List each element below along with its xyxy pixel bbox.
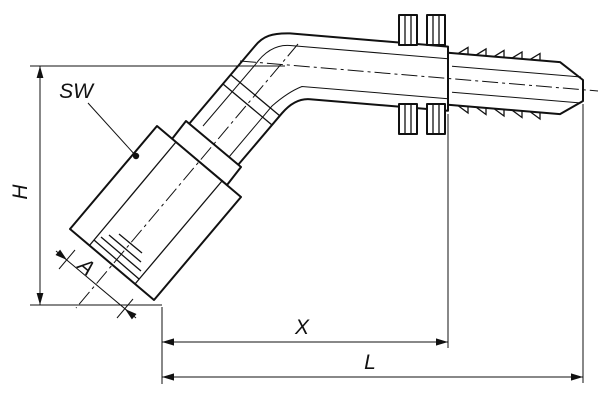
sw-leader-line <box>87 102 137 157</box>
collar-block-bottom-1 <box>398 103 418 135</box>
a-extension-1 <box>58 249 76 270</box>
label-l: L <box>364 351 376 374</box>
shell-rim-line-1 <box>222 83 273 126</box>
dimension-h: H <box>9 65 285 306</box>
collar-block-bottom-2 <box>426 103 446 135</box>
barb-shaft-outline <box>447 51 584 116</box>
dimension-x: X <box>161 114 449 384</box>
barb-teeth-top <box>457 46 541 61</box>
x-arrow-left <box>162 338 174 346</box>
h-arrow-up <box>36 66 44 78</box>
tube-inner-wall-top <box>202 44 449 127</box>
dimension-sw: SW <box>59 80 140 160</box>
l-arrow-right <box>571 373 583 381</box>
barb-teeth-bottom <box>457 105 541 121</box>
a-arrow-2 <box>125 309 137 320</box>
a-arrow-1 <box>55 249 67 260</box>
x-arrow-right <box>436 338 448 346</box>
hex-flat-edge-1 <box>134 180 223 285</box>
label-x: X <box>294 316 310 339</box>
collar-block-top-2 <box>426 14 446 46</box>
collar-block-top-1 <box>398 14 418 46</box>
elbow-tube <box>188 32 449 166</box>
label-h: H <box>9 184 32 200</box>
a-dimension-line <box>55 250 137 319</box>
a-extension-2 <box>116 298 134 319</box>
elbow-tube-outline <box>188 32 449 166</box>
serration-collar <box>398 14 446 135</box>
collar-grooves-top <box>404 15 440 45</box>
dimension-l: L <box>162 104 584 383</box>
centerline-45deg-axis <box>75 43 299 309</box>
sw-leader-dot <box>132 152 140 160</box>
l-arrow-left <box>162 373 174 381</box>
label-sw: SW <box>59 80 95 103</box>
tube-inner-wall-bottom <box>228 85 449 158</box>
hex-flat-edge-2 <box>88 141 177 247</box>
label-a: A <box>72 252 99 280</box>
centerline-horizontal-axis <box>239 60 599 92</box>
h-arrow-down <box>36 293 44 305</box>
hose-barb-shaft <box>447 46 584 121</box>
bore-line-bottom <box>451 91 582 104</box>
collar-grooves-bottom <box>404 104 440 134</box>
bore-line-top <box>451 65 582 78</box>
shell-rim-line-2 <box>230 74 281 117</box>
